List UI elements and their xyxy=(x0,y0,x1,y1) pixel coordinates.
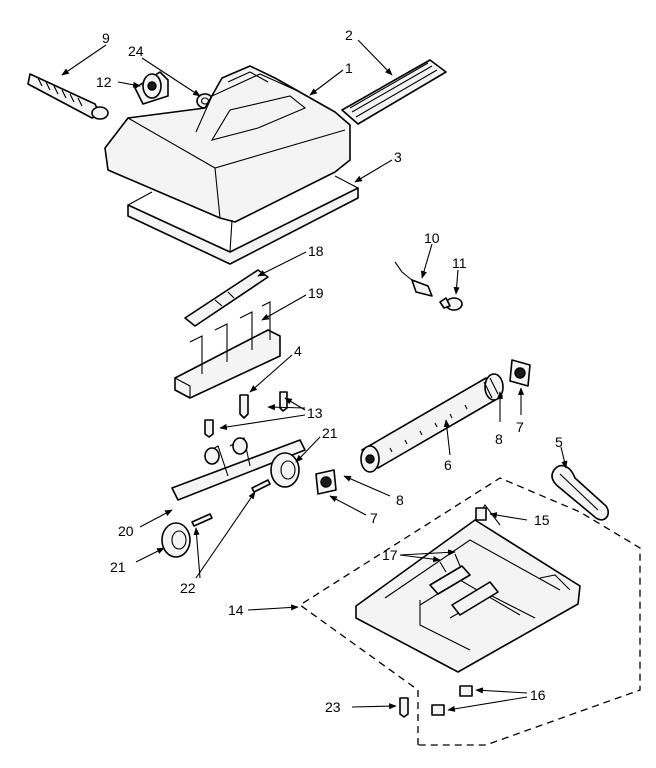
callout-13: 13 xyxy=(307,405,323,421)
part-5-belt xyxy=(551,464,610,521)
part-22-axle-a xyxy=(251,479,271,493)
part-14-base-assembly xyxy=(298,477,641,746)
part-2-grille xyxy=(341,59,447,125)
callout-7-right: 7 xyxy=(516,419,524,435)
callout-9: 9 xyxy=(102,30,110,46)
callout-21-bottom: 21 xyxy=(110,559,126,575)
part-1-hood xyxy=(104,65,351,223)
part-23-screw xyxy=(399,697,409,718)
callout-22: 22 xyxy=(180,580,196,596)
callout-3: 3 xyxy=(394,149,402,165)
callout-4: 4 xyxy=(294,343,302,359)
part-13-screw-a xyxy=(279,391,288,412)
part-12-knob xyxy=(134,71,169,105)
callout-8-right: 8 xyxy=(495,431,503,447)
callout-20: 20 xyxy=(118,523,134,539)
callout-18: 18 xyxy=(308,243,324,259)
part-7-end-cap-a xyxy=(509,359,531,387)
part-13-screw-b xyxy=(204,419,214,438)
part-18-bar xyxy=(184,269,269,327)
part-19-bracket xyxy=(174,301,281,399)
part-21-wheel-a xyxy=(270,452,300,488)
callout-5: 5 xyxy=(555,434,563,450)
callout-16: 16 xyxy=(530,687,546,703)
callout-8-left: 8 xyxy=(396,492,404,508)
part-7-end-cap-b xyxy=(315,469,337,495)
part-4-screw xyxy=(239,394,249,419)
part-9-screw xyxy=(27,73,109,120)
part-11-bulb xyxy=(439,297,463,311)
leader-lines xyxy=(61,39,568,712)
part-20-bracket xyxy=(171,437,306,501)
part-6-brushroll xyxy=(360,373,504,473)
part-16-feet xyxy=(431,685,473,716)
callout-17: 17 xyxy=(382,547,398,563)
callout-6: 6 xyxy=(444,457,452,473)
callout-14: 14 xyxy=(228,602,244,618)
part-3-frame xyxy=(127,175,359,265)
callout-1: 1 xyxy=(345,60,353,76)
callout-19: 19 xyxy=(308,285,324,301)
callout-7-left: 7 xyxy=(370,510,378,526)
callout-23: 23 xyxy=(325,699,341,715)
callout-21-top: 21 xyxy=(322,425,338,441)
callout-24: 24 xyxy=(128,43,144,59)
callout-2: 2 xyxy=(345,27,353,43)
callout-labels: 9 24 12 1 2 3 18 19 4 13 21 20 21 22 10 … xyxy=(96,27,563,715)
part-22-axle-b xyxy=(191,513,213,527)
part-10-clip xyxy=(394,261,433,297)
part-21-wheel-b xyxy=(161,522,191,558)
callout-12: 12 xyxy=(96,74,112,90)
callout-11: 11 xyxy=(452,255,467,271)
callout-15: 15 xyxy=(534,512,550,528)
part-17-springs xyxy=(439,553,461,573)
part-15-clip xyxy=(475,507,487,521)
callout-10: 10 xyxy=(424,230,440,246)
